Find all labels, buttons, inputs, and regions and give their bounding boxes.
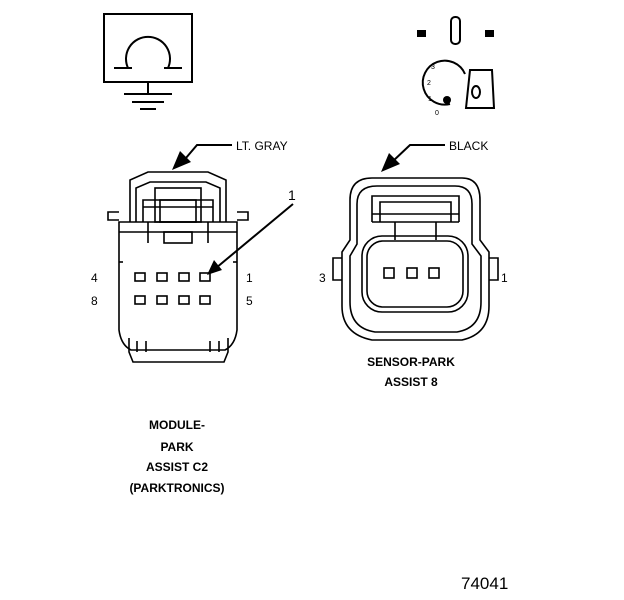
caption-line: (PARKTRONICS) <box>129 481 224 495</box>
right-pin-label-3: 3 <box>319 271 326 285</box>
key-symbol: 3 2 1 0 <box>417 16 496 117</box>
lt-gray-callout: LT. GRAY <box>172 139 288 170</box>
left-pin-cavities <box>134 272 211 305</box>
cavity <box>428 267 440 279</box>
cavity <box>178 272 190 282</box>
black-callout: BLACK <box>381 139 488 172</box>
caption-line: ASSIST C2 <box>146 460 208 474</box>
left-pin-label-4: 4 <box>91 271 98 285</box>
figure-number: 74041 <box>461 574 508 593</box>
caption-line: ASSIST 8 <box>384 375 438 389</box>
cavity <box>134 272 146 282</box>
left-pin-label-8: 8 <box>91 294 98 308</box>
ground-symbol <box>103 13 193 110</box>
key-position-0: 0 <box>435 110 439 117</box>
cavity <box>156 272 168 282</box>
cavity <box>383 267 395 279</box>
left-pin-label-1: 1 <box>246 271 253 285</box>
cavity <box>134 295 146 305</box>
cavity <box>199 272 211 282</box>
caption-line: MODULE- <box>149 418 205 432</box>
left-pin-label-5: 5 <box>246 294 253 308</box>
lt-gray-label: LT. GRAY <box>236 139 288 153</box>
right-pin-cavities <box>383 267 440 279</box>
caption-line: SENSOR-PARK <box>367 355 455 369</box>
cavity <box>406 267 418 279</box>
cavity <box>156 295 168 305</box>
right-pin-label-1: 1 <box>501 271 508 285</box>
key-position-3: 3 <box>431 64 435 71</box>
key-position-2: 2 <box>427 80 431 87</box>
key-position-1: 1 <box>428 96 432 103</box>
right-connector <box>332 177 499 341</box>
left-connector <box>107 171 249 363</box>
pin-1-callout: 1 <box>207 187 296 275</box>
pin-callout-number: 1 <box>288 187 296 203</box>
cavity <box>199 295 211 305</box>
caption-line: PARK <box>160 440 193 454</box>
cavity <box>178 295 190 305</box>
right-connector-caption: SENSOR-PARK ASSIST 8 <box>367 355 455 389</box>
black-label: BLACK <box>449 139 488 153</box>
left-connector-caption: MODULE- PARK ASSIST C2 (PARKTRONICS) <box>129 418 224 495</box>
